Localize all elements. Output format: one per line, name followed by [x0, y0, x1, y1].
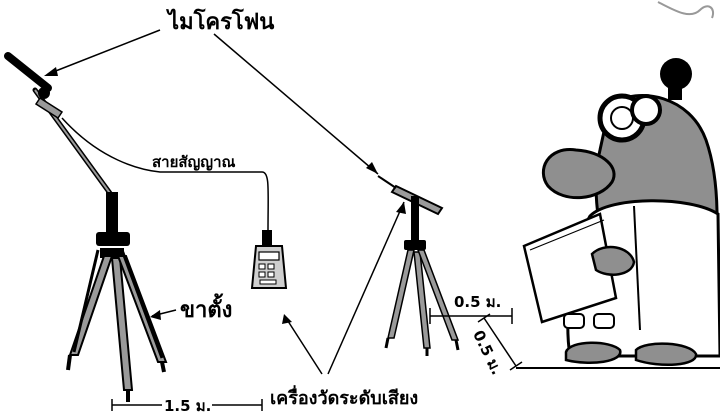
scientist-character [516, 1, 720, 369]
tripod-label: ขาตั้ง [180, 298, 233, 323]
signal-cable-label: สายสัญญาณ [152, 153, 236, 171]
sound-level-meter-device [250, 230, 288, 289]
sound-level-meter-label: เครื่องวัดระดับเสียง [270, 388, 419, 409]
distance-1-5m-label: 1.5 ม. [164, 397, 212, 415]
signal-cable [61, 117, 269, 233]
right-tripod-microphone [377, 175, 444, 216]
callout-lines [47, 29, 523, 411]
boom-microphone [4, 52, 64, 120]
arrowheads [44, 67, 406, 324]
distance-0-5m-horizontal-label: 0.5 ม. [454, 293, 502, 311]
left-tripod [4, 52, 168, 402]
right-tripod [377, 175, 460, 356]
microphone-label: ไมโครโฟน [168, 10, 275, 35]
